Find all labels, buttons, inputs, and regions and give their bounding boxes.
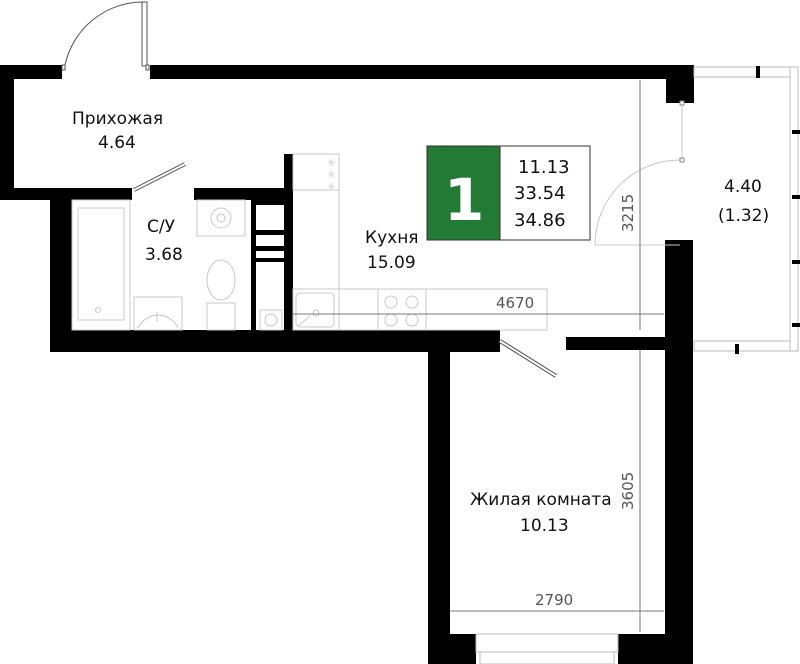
kitchen-cabinet: ✳ ✳ ✳ [292, 153, 340, 330]
svg-text:4670: 4670 [496, 294, 534, 312]
room-area: 10.13 [520, 516, 569, 536]
living-room-window [475, 633, 619, 664]
svg-text:3215: 3215 [619, 194, 637, 232]
room-balcony: 4.40 (1.32) [718, 177, 769, 226]
bathroom-door [133, 162, 186, 192]
kitchen-sink-icon [295, 292, 335, 328]
room-area: 3.68 [145, 245, 183, 265]
svg-text:✳: ✳ [327, 170, 335, 181]
dimension-living-width: 2790 [450, 591, 664, 612]
room-name: Прихожая [72, 109, 163, 129]
dimension-kitchen-width: 4670 [293, 294, 664, 315]
boiler-icon [259, 309, 283, 331]
room-hallway: Прихожая 4.64 [72, 109, 163, 153]
living-room-door [498, 339, 558, 378]
balcony-door [594, 100, 685, 246]
room-bathroom: С/У 3.68 [145, 217, 183, 265]
summary-badge: 1 11.13 33.54 34.86 [426, 145, 591, 241]
balcony-glazing [693, 66, 800, 354]
toilet-icon [206, 259, 236, 331]
room-area: 4.40 [724, 177, 762, 197]
svg-text:✳: ✳ [327, 158, 335, 169]
room-name: Кухня [365, 228, 419, 248]
room-name: Жилая комната [470, 490, 612, 510]
total-area-with-balcony: 34.86 [514, 210, 566, 231]
svg-text:✳: ✳ [327, 182, 335, 193]
bathtub-icon [71, 199, 131, 331]
rooms-count: 1 [444, 166, 484, 234]
stove-icon [377, 288, 427, 331]
washing-machine-icon [196, 199, 246, 237]
dimension-living-depth: 3605 [619, 350, 641, 632]
room-area: 15.09 [367, 253, 416, 273]
living-area: 11.13 [518, 157, 570, 178]
svg-text:2790: 2790 [535, 591, 573, 609]
total-area: 33.54 [514, 183, 566, 204]
dimension-kitchen-depth: 3215 [619, 80, 641, 330]
entry-door [61, 1, 150, 71]
room-kitchen: Кухня 15.09 [365, 228, 419, 273]
room-area: 4.64 [98, 133, 136, 153]
room-name: С/У [147, 217, 176, 237]
walls [0, 65, 694, 664]
room-area-reduced: (1.32) [718, 206, 769, 226]
room-living: Жилая комната 10.13 [470, 490, 612, 536]
svg-text:3605: 3605 [619, 472, 637, 510]
sink-icon [133, 296, 183, 331]
